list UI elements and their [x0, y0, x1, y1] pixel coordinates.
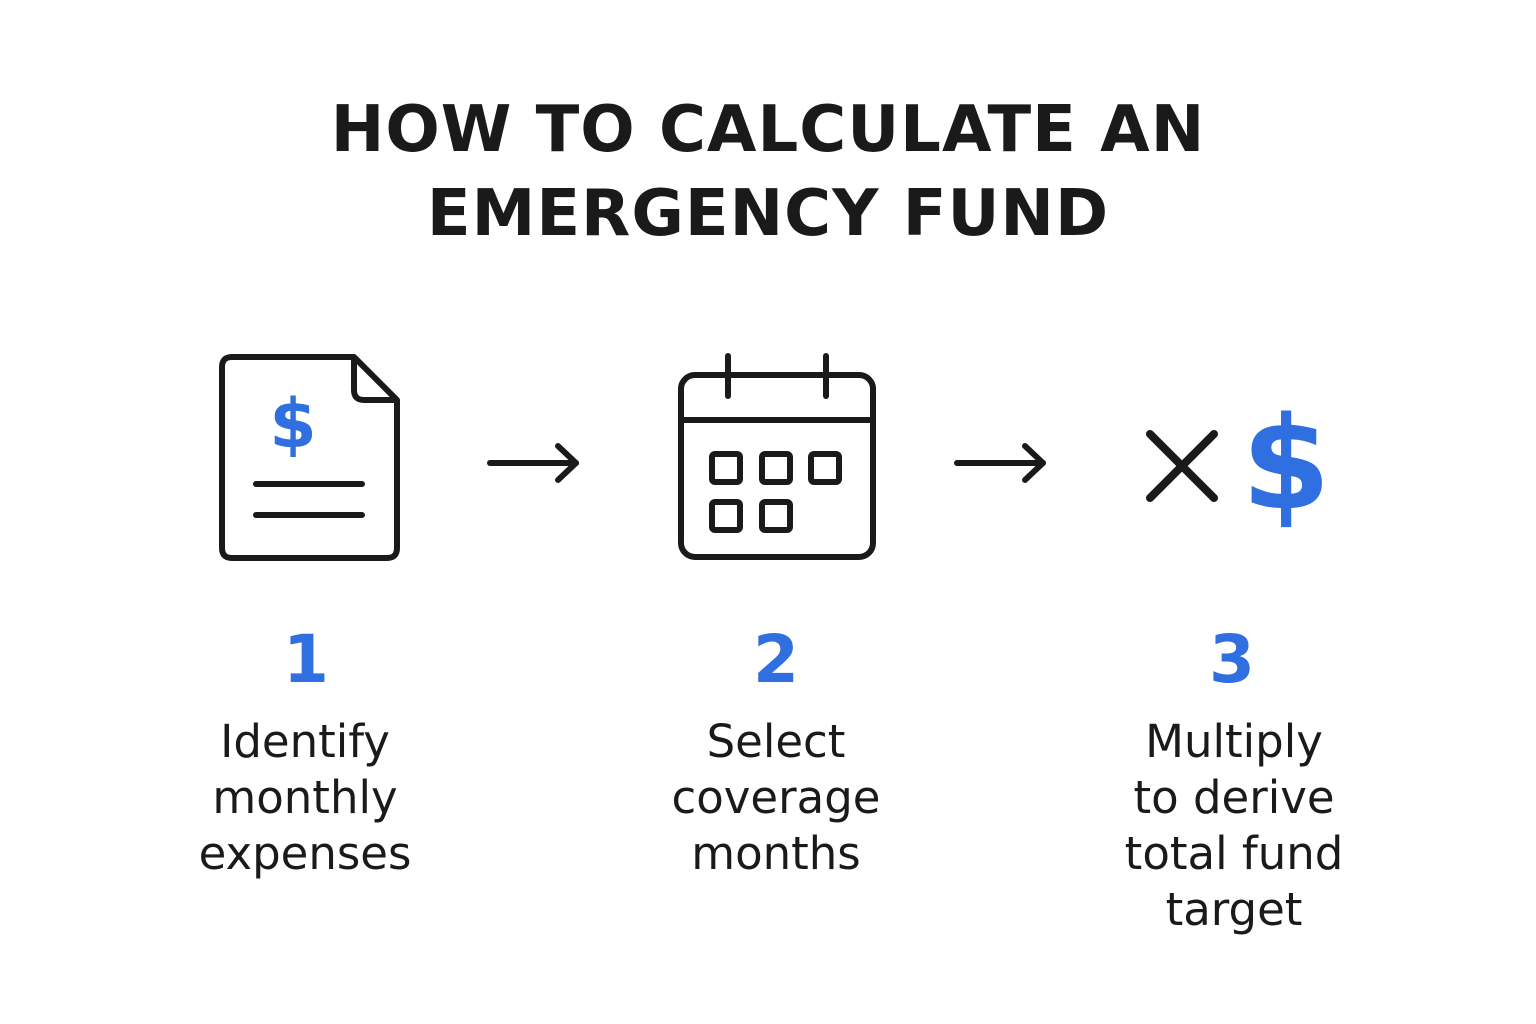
step-label-2: Select coverage months: [616, 714, 936, 882]
step-number-2: 2: [753, 621, 799, 698]
step-label-1: Identify monthly expenses: [145, 714, 465, 882]
title-line-2: EMERGENCY FUND: [426, 177, 1110, 251]
step-label-2-line-1: Select: [706, 715, 846, 768]
step-label-3-line-3: total fund: [1124, 827, 1344, 880]
arrow-right-icon: [953, 440, 1049, 486]
step-label-2-line-2: coverage: [671, 771, 881, 824]
step-label-3-line-2: to derive: [1133, 771, 1335, 824]
step-label-1-line-3: expenses: [198, 827, 412, 880]
document-dollar-icon: $: [214, 350, 404, 566]
step-label-2-line-3: months: [691, 827, 861, 880]
step-label-1-line-2: monthly: [212, 771, 398, 824]
calendar-icon: [674, 350, 880, 564]
step-label-3-line-1: Multiply: [1145, 715, 1323, 768]
step-number-3: 3: [1209, 621, 1255, 698]
dollar-sign-icon: $: [1236, 392, 1336, 532]
title-line-1: HOW TO CALCULATE AN: [330, 93, 1206, 167]
multiply-icon: [1142, 426, 1222, 506]
arrow-right-icon: [486, 440, 582, 486]
dollar-sign-icon: $: [269, 385, 316, 464]
step-label-3-line-4: target: [1165, 883, 1303, 936]
dollar-glyph: $: [1241, 392, 1330, 532]
step-number-1: 1: [283, 621, 329, 698]
step-label-1-line-1: Identify: [220, 715, 390, 768]
page-title: HOW TO CALCULATE AN EMERGENCY FUND: [0, 88, 1536, 256]
step-label-3: Multiply to derive total fund target: [1074, 714, 1394, 938]
